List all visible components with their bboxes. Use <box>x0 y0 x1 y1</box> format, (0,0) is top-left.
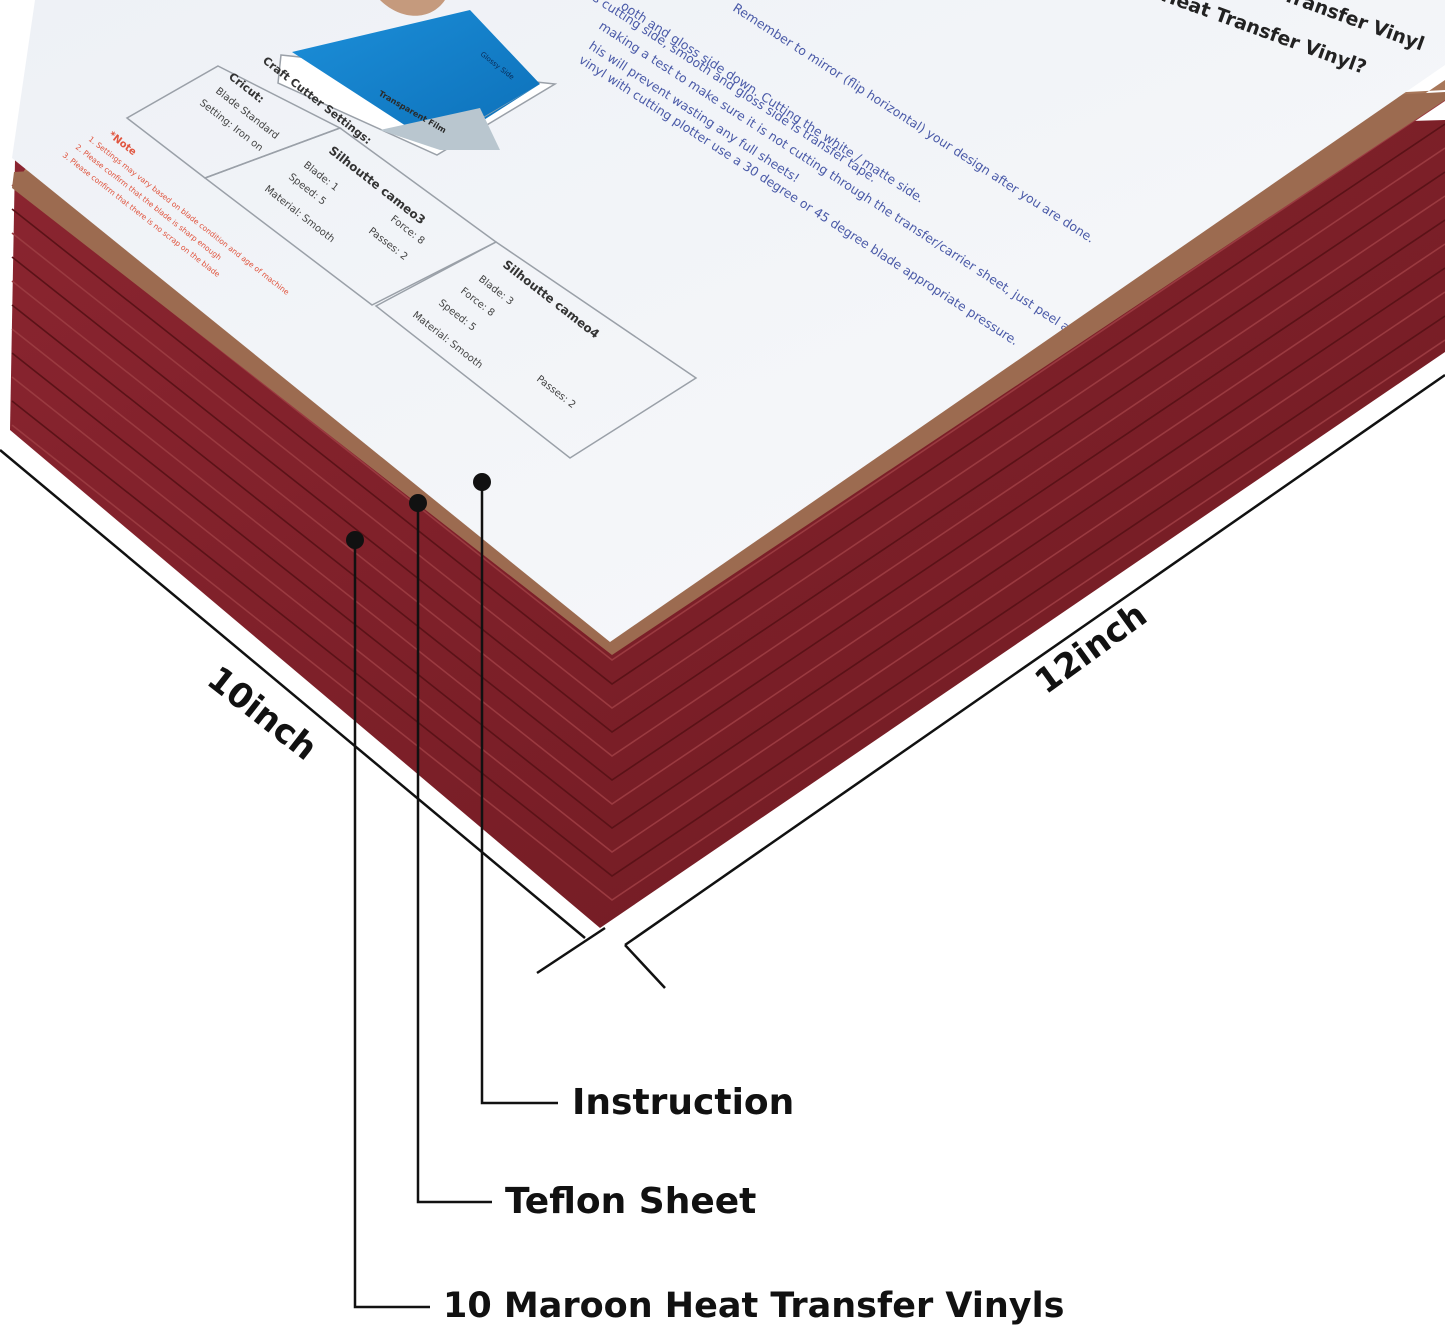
instruction-sheet: Glossy Side Transparent Film Transfer Vi… <box>12 0 1445 642</box>
vinyl-sheet-edge <box>11 219 1445 781</box>
leader-teflon <box>416 503 492 1204</box>
dimension-line-width <box>624 373 1445 947</box>
dot-teflon <box>409 494 427 512</box>
vinyl-sheet-edge <box>11 147 1445 709</box>
vinyl-sheet-edge <box>11 195 1445 757</box>
dimension-tick-depth-end <box>536 926 606 975</box>
vinyl-photo: Glossy Side Transparent Film <box>277 0 558 156</box>
vinyl-sheet-edge <box>11 267 1445 829</box>
callout-label-vinyls: 10 Maroon Heat Transfer Vinyls <box>443 1286 1065 1326</box>
dot-vinyls <box>346 531 364 549</box>
callout-dots <box>346 473 491 549</box>
leader-vinyls <box>353 540 430 1309</box>
vinyl-sheet-edge <box>11 315 1445 877</box>
vinyl-sheet-edge <box>11 171 1445 733</box>
vinyl-sheet-edge <box>11 339 1445 901</box>
callout-label-instruction: Instruction <box>572 1082 795 1123</box>
dimension-line-depth <box>0 449 586 939</box>
vinyl-sheet-edge <box>11 243 1445 805</box>
callout-label-teflon: Teflon Sheet <box>505 1181 757 1222</box>
leader-instruction <box>480 482 558 1105</box>
dimension-lines <box>0 373 1445 989</box>
vinyl-sheet-edges <box>11 99 1445 901</box>
vinyl-sheet-edge <box>11 291 1445 853</box>
dot-instruction <box>473 473 491 491</box>
instruction-paper <box>12 0 1445 642</box>
dimension-tick-width-start <box>624 944 666 989</box>
vinyl-sheet-edge <box>11 123 1445 685</box>
callout-leaders <box>353 482 558 1309</box>
